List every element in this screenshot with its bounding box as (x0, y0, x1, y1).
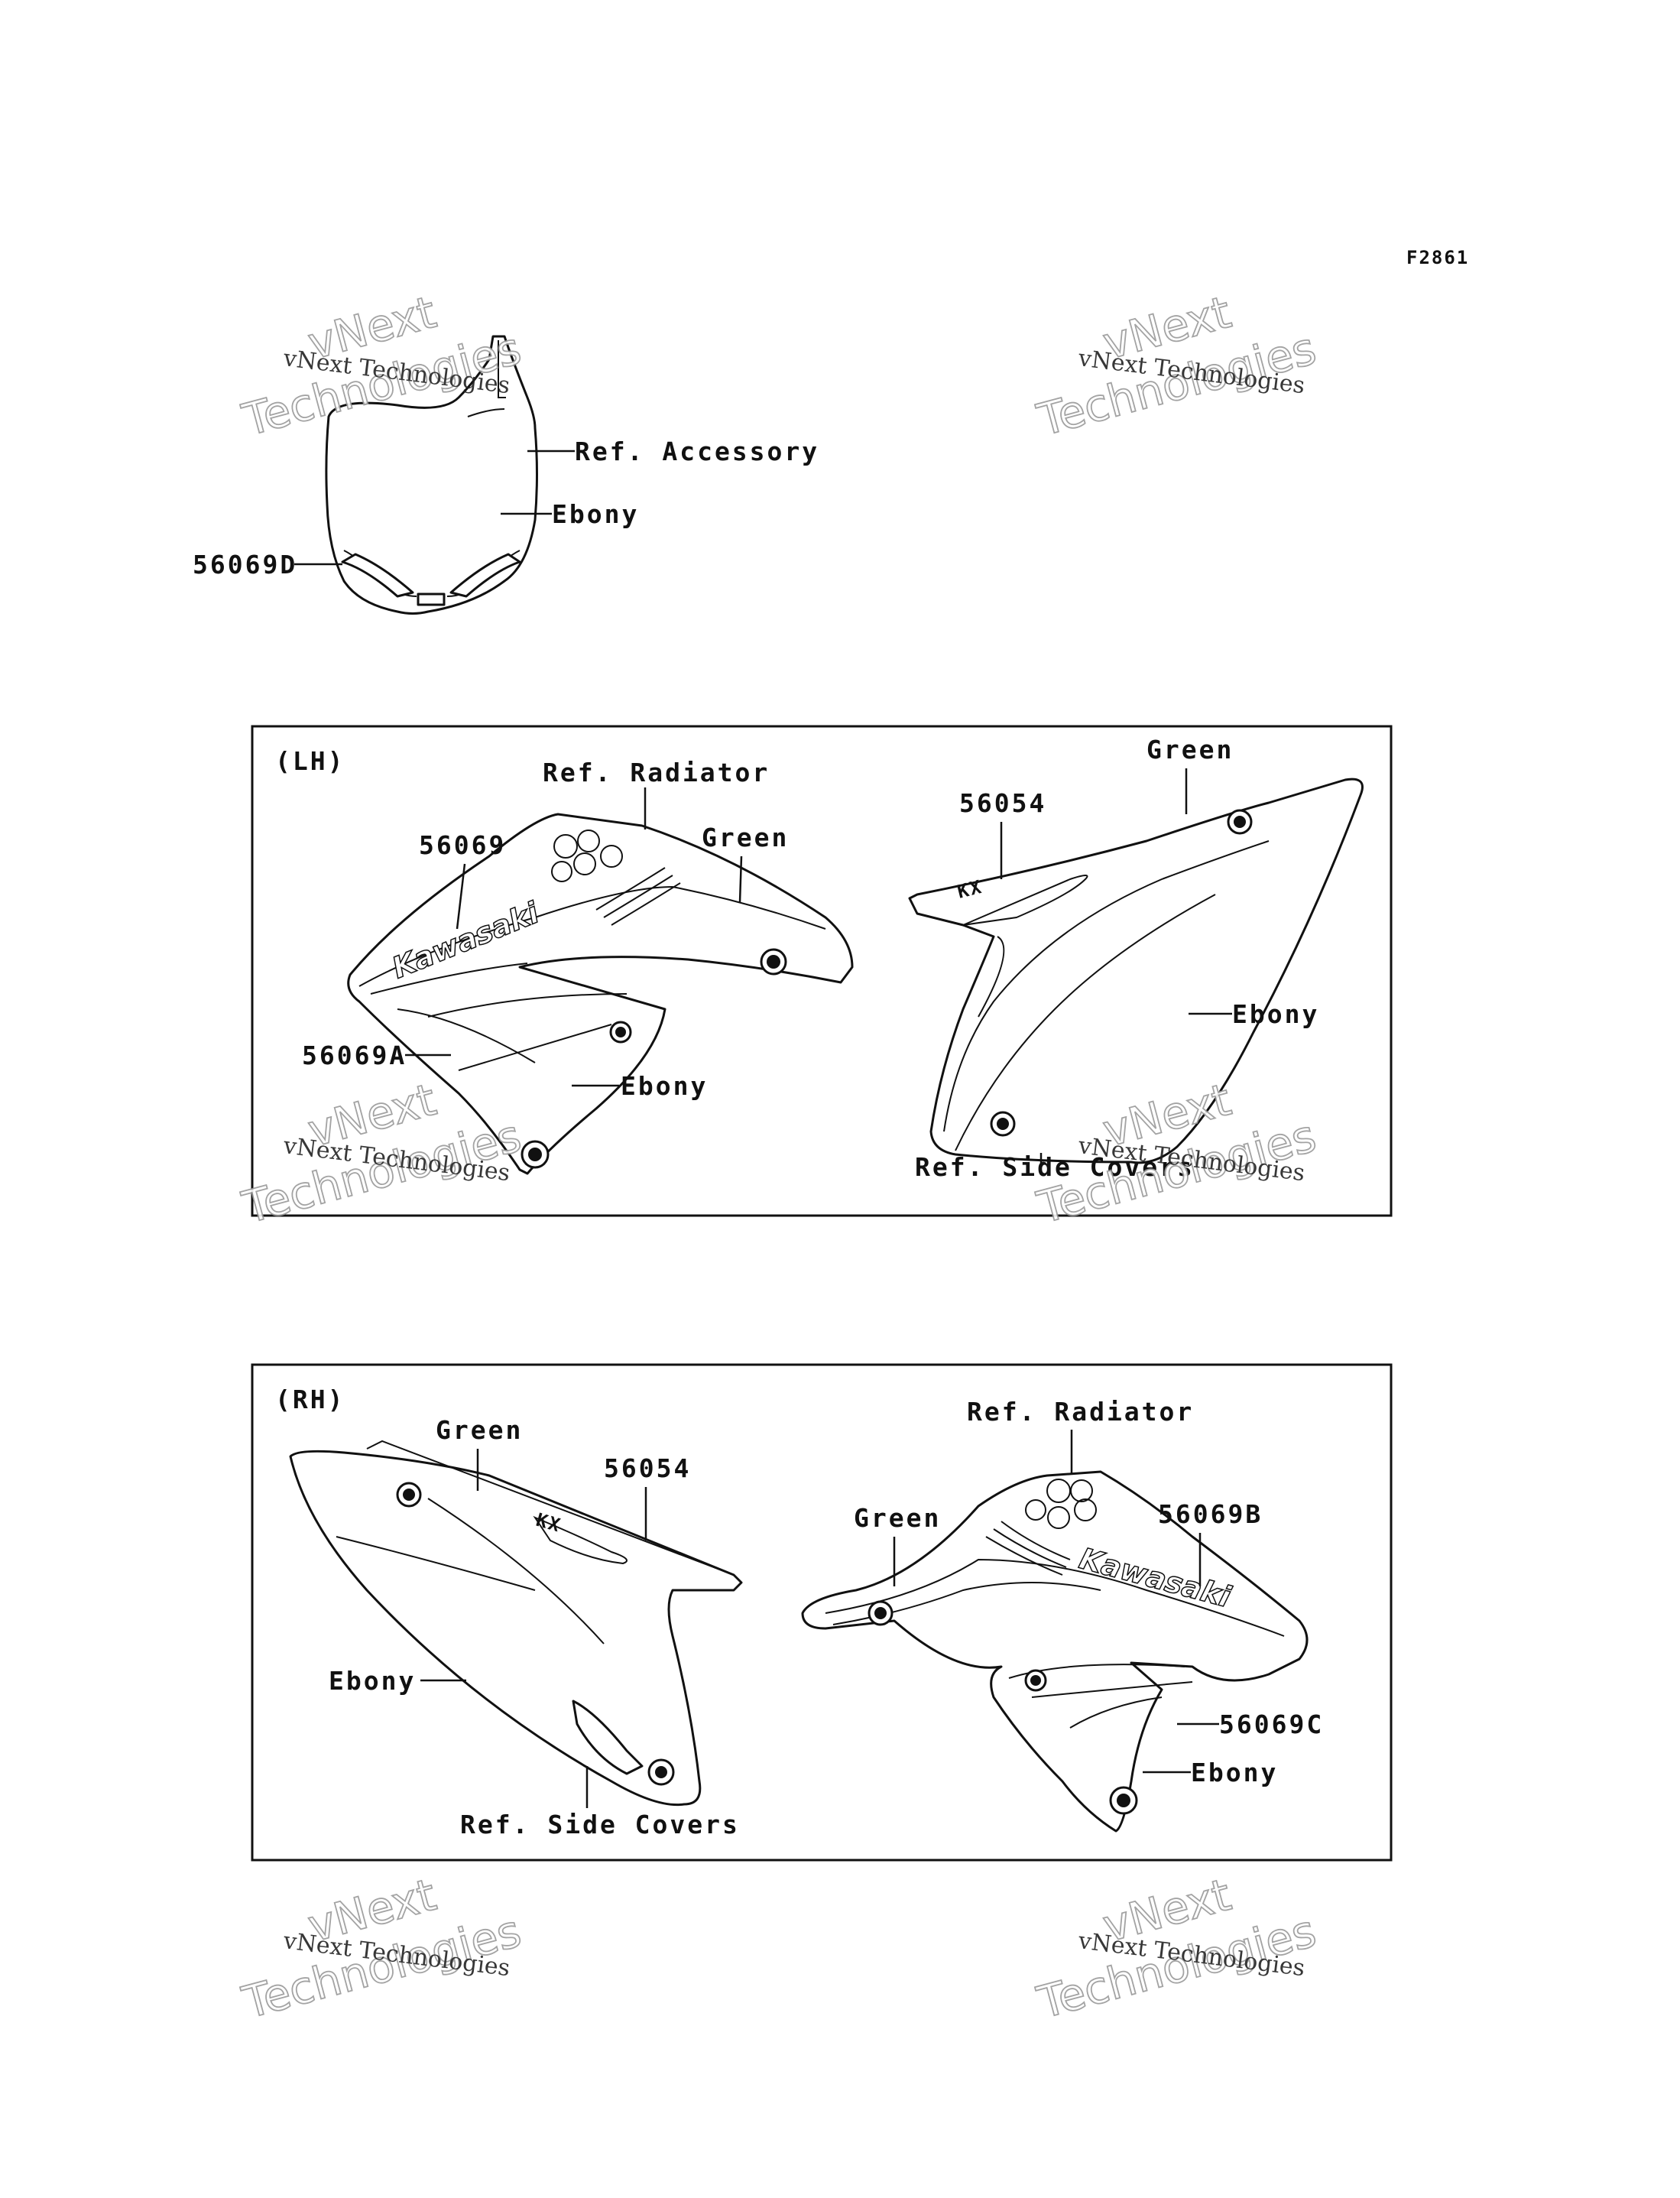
watermark-bottom-right: vNext Technologies vNext Technologies (1031, 1868, 1322, 2030)
lh-lower-ebony-label: Ebony (621, 1071, 708, 1101)
lh-radiator-shroud: Kawasaki (347, 813, 854, 1175)
leader-56069 (456, 863, 466, 930)
rh-ref-side-covers-label: Ref. Side Covers (460, 1810, 740, 1839)
part-number-56069C: 56069C (1219, 1709, 1324, 1739)
rh-side-cover-ebony-label: Ebony (329, 1666, 416, 1696)
watermark-top-right: vNext Technologies vNext Technologies (1031, 285, 1322, 447)
watermark-mid-left: vNext Technologies vNext Technologies (236, 1073, 527, 1235)
front-ebony-label: Ebony (552, 499, 639, 529)
leader-lh-shroud-green (738, 855, 743, 903)
front-number-plate (325, 335, 538, 615)
rh-ref-radiator-label: Ref. Radiator (967, 1397, 1194, 1427)
figure-code: F2861 (1406, 247, 1469, 268)
lh-ref-side-covers-label: Ref. Side Covers (915, 1152, 1195, 1182)
rh-panel-frame (251, 1363, 1393, 1862)
rh-shroud-green-label: Green (854, 1503, 941, 1533)
rh-side-cover-green-label: Green (436, 1415, 523, 1445)
lh-panel-frame (251, 725, 1393, 1217)
lh-side-label: (LH) (275, 746, 345, 776)
lh-side-cover-green-label: Green (1146, 735, 1234, 765)
lh-part-number-56054: 56054 (959, 788, 1046, 818)
lh-side-cover-ebony-label: Ebony (1232, 999, 1319, 1029)
rh-part-number-56054: 56054 (604, 1453, 691, 1483)
rh-side-label: (RH) (275, 1385, 345, 1414)
part-number-56069B: 56069B (1158, 1499, 1263, 1529)
lh-side-cover: KX (908, 778, 1364, 1164)
rh-side-cover: KX (289, 1440, 743, 1807)
part-number-56069: 56069 (419, 830, 506, 860)
part-number-56069D: 56069D (193, 550, 297, 580)
lh-ref-radiator-label: Ref. Radiator (543, 758, 770, 787)
lh-shroud-green-label: Green (702, 823, 789, 852)
front-ref-accessory-label: Ref. Accessory (575, 437, 819, 466)
part-number-56069A: 56069A (302, 1041, 407, 1070)
watermark-bottom-left: vNext Technologies vNext Technologies (236, 1868, 527, 2030)
rh-radiator-shroud: Kawasaki (801, 1470, 1309, 1833)
rh-lower-ebony-label: Ebony (1191, 1758, 1278, 1787)
